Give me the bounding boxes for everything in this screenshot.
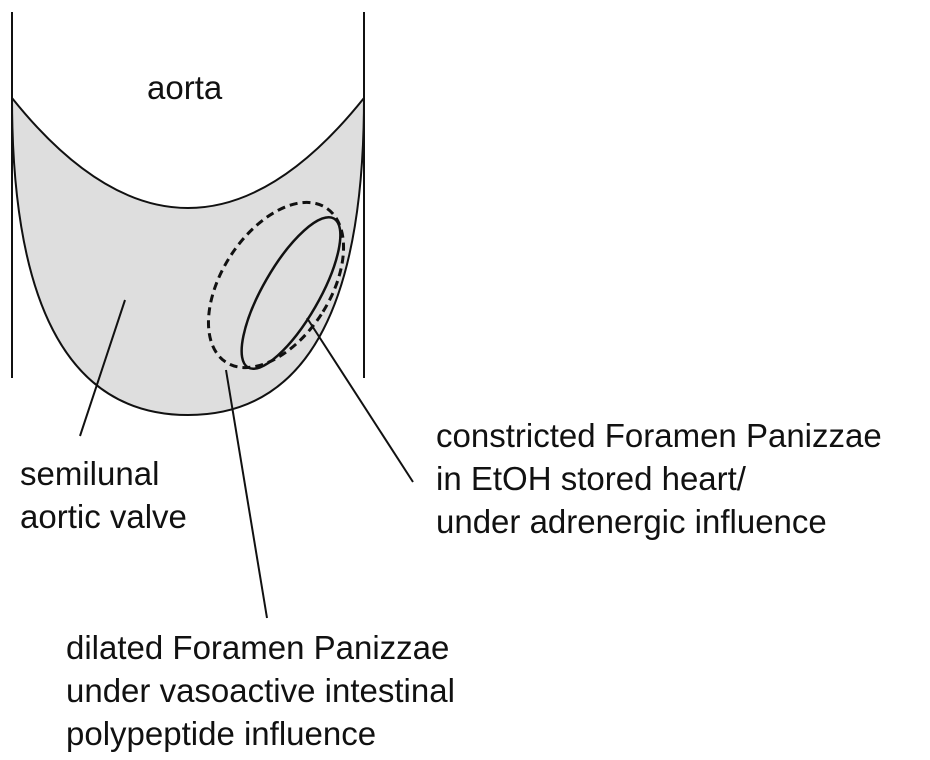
constricted-leader-line (307, 318, 413, 482)
constricted-label-line-1: constricted Foramen Panizzae (436, 414, 882, 457)
constricted-foramen-label: constricted Foramen Panizzae in EtOH sto… (436, 414, 882, 543)
dilated-label-line-3: polypeptide influence (66, 712, 455, 755)
valve-label: semilunal aortic valve (20, 452, 187, 538)
dilated-label-line-2: under vasoactive intestinal (66, 669, 455, 712)
dilated-leader-line (226, 370, 267, 618)
aorta-label: aorta (147, 66, 222, 109)
semilunar-valve-cusp (12, 98, 364, 415)
constricted-label-line-2: in EtOH stored heart/ (436, 457, 882, 500)
valve-label-line-2: aortic valve (20, 495, 187, 538)
dilated-foramen-label: dilated Foramen Panizzae under vasoactiv… (66, 626, 455, 755)
valve-label-line-1: semilunal (20, 452, 187, 495)
dilated-label-line-1: dilated Foramen Panizzae (66, 626, 455, 669)
constricted-label-line-3: under adrenergic influence (436, 500, 882, 543)
